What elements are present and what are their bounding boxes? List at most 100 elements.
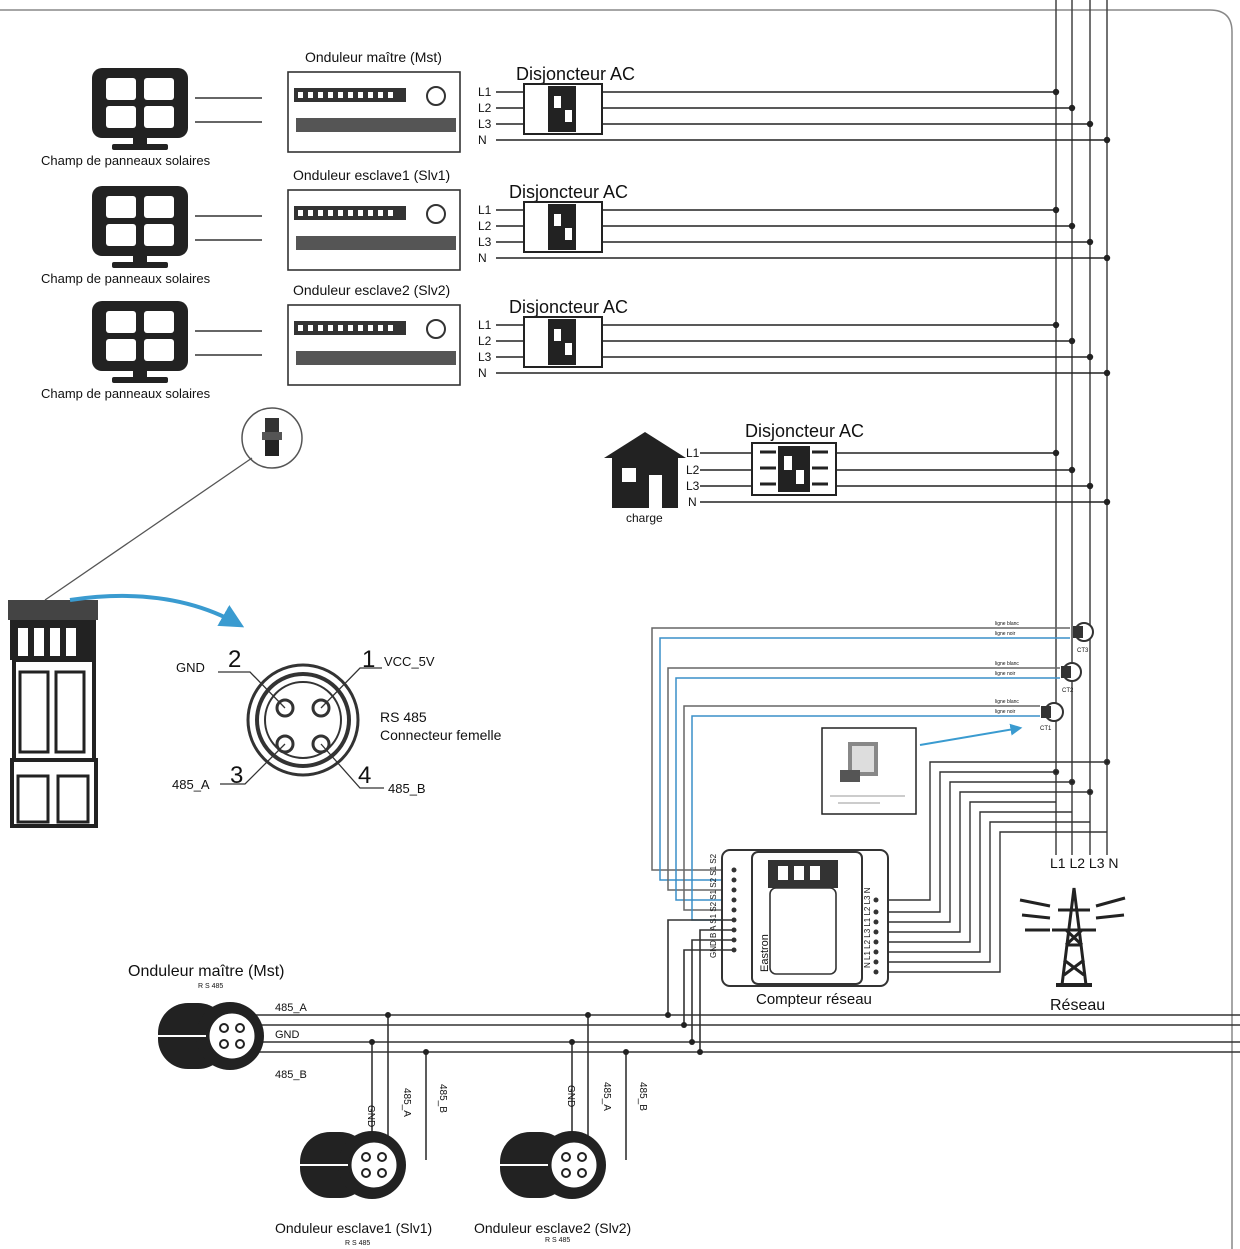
phase-label-l2: L2	[478, 334, 492, 348]
ct1-label: CT1	[1040, 726, 1052, 732]
connector-desc-2: Connecteur femelle	[380, 727, 502, 743]
phase-label-l3: L3	[478, 117, 492, 131]
bus-slave1-title: Onduleur esclave1 (Slv1)	[275, 1220, 432, 1236]
pin3-name: 485_A	[172, 777, 210, 792]
slave1-rs485-connector-icon	[300, 1131, 406, 1199]
phase-label-l1: L1	[478, 85, 492, 99]
slave1-drop-485a: 485_A	[401, 1088, 412, 1117]
female-connector-face	[246, 663, 360, 777]
ct2-label: CT2	[1062, 688, 1074, 694]
bus-master-sub: R S 485	[198, 983, 223, 990]
load-phase-l3: L3	[686, 479, 700, 493]
slave2-drop-485b: 485_B	[637, 1082, 648, 1111]
ct-clamp-thumbnail	[821, 727, 917, 815]
small-plug-icon	[262, 418, 282, 456]
rs485-bus	[255, 919, 1240, 1160]
phase-label-l3: L3	[478, 350, 492, 364]
master-rs485-connector-icon	[158, 1002, 264, 1070]
phase-label-n: N	[478, 133, 487, 147]
ac-breaker-label: Disjoncteur AC	[509, 182, 628, 202]
thumbnail-arrow	[919, 723, 1023, 746]
ac-wires	[496, 206, 1111, 262]
pin2-name: GND	[176, 660, 205, 675]
solar-array-label: Champ de panneaux solaires	[41, 386, 211, 401]
inverter-row-3: Champ de panneaux solaires Onduleur escla…	[41, 282, 1111, 401]
large-plug-icon	[8, 600, 98, 828]
bus-gnd-label: GND	[275, 1029, 300, 1041]
inverter-row-2: Champ de panneaux solaires Onduleur escla…	[41, 167, 1111, 286]
phase-label-l2: L2	[478, 101, 492, 115]
ct3-wire-white: ligne blanc	[995, 621, 1019, 627]
phase-label-n: N	[478, 366, 487, 380]
slave2-rs485-connector-icon	[500, 1131, 606, 1199]
grid-meter: GND B A S1 S2 S1 S2 S1 S2 N L1 L2 L3 L1 …	[709, 849, 889, 987]
ct3-wire-black: ligne noir	[995, 631, 1016, 637]
ac-breaker-label: Disjoncteur AC	[516, 64, 635, 84]
inverter-unit-icon	[287, 189, 461, 271]
house-icon	[604, 432, 686, 508]
meter-grid-wiring	[888, 758, 1111, 973]
solar-panel-icon	[92, 68, 188, 150]
load-phase-n: N	[688, 495, 697, 509]
connector-desc-1: RS 485	[380, 709, 427, 725]
load-breaker-icon	[751, 442, 837, 496]
phase-label-l3: L3	[478, 235, 492, 249]
ct1-wire-white: ligne blanc	[995, 699, 1019, 705]
bus-master-title: Onduleur maître (Mst)	[128, 963, 284, 980]
grid-label: Réseau	[1050, 997, 1105, 1014]
meter-brand: Eastron	[759, 934, 771, 972]
pin1-number: 1	[362, 646, 375, 673]
inverter-title: Onduleur esclave2 (Slv2)	[293, 282, 450, 298]
callout-line	[44, 457, 253, 601]
inverter-title: Onduleur esclave1 (Slv1)	[293, 167, 450, 183]
pin2-number: 2	[228, 646, 241, 673]
inverter-unit-icon	[287, 304, 461, 386]
connector-detail: 1 VCC_5V 2 GND 3 485_A 4 485_B RS 485 Co…	[8, 407, 502, 828]
ct1-icon: CT1	[1040, 702, 1064, 732]
load-phase-l1: L1	[686, 446, 700, 460]
load-section: charge Disjoncteur AC L1 L2 L3 N	[604, 421, 1111, 525]
meter-left-terminal-labels: GND B A S1 S2 S1 S2 S1 S2	[709, 853, 718, 958]
ac-wires	[496, 321, 1111, 377]
bus-slave1-sub: R S 485	[345, 1240, 370, 1247]
pin1-name: VCC_5V	[384, 654, 435, 669]
grid-phase-labels: L1 L2 L3 N	[1050, 855, 1119, 871]
ct3-icon: CT3	[1073, 622, 1094, 654]
lightning-marks	[1019, 896, 1126, 932]
ac-breaker-icon	[523, 316, 603, 368]
bus-junction-dots	[369, 1012, 703, 1055]
load-wires	[700, 449, 1111, 506]
phase-label-l2: L2	[478, 219, 492, 233]
phase-label-l1: L1	[478, 203, 492, 217]
slave2-drop-485a: 485_A	[601, 1082, 612, 1111]
pin4-number: 4	[358, 762, 371, 789]
ac-breaker-icon	[523, 83, 603, 135]
ct2-wire-black: ligne noir	[995, 671, 1016, 677]
load-phase-labels: L1 L2 L3 N	[686, 446, 700, 509]
ct2-icon: CT2	[1061, 662, 1082, 694]
inverter-unit-icon	[287, 71, 461, 153]
meter-label: Compteur réseau	[756, 991, 872, 1008]
ac-breaker-label: Disjoncteur AC	[509, 297, 628, 317]
phase-label-l1: L1	[478, 318, 492, 332]
pin4-name: 485_B	[388, 781, 426, 796]
slave1-drop-485b: 485_B	[437, 1084, 448, 1113]
pin3-number: 3	[230, 762, 243, 789]
solar-panel-icon	[92, 301, 188, 383]
ac-wires	[496, 88, 1111, 144]
ct-sensors: CT3 CT2 CT1 ligne blanc ligne noir ligne…	[995, 621, 1094, 732]
ct-wiring	[651, 627, 1070, 921]
grid-vertical-lines	[1055, 0, 1108, 855]
load-phase-l2: L2	[686, 463, 700, 477]
solar-array-label: Champ de panneaux solaires	[41, 271, 211, 286]
solar-panel-icon	[92, 186, 188, 268]
ct2-wire-white: ligne blanc	[995, 661, 1019, 667]
ct3-label: CT3	[1077, 648, 1089, 654]
phase-label-n: N	[478, 251, 487, 265]
